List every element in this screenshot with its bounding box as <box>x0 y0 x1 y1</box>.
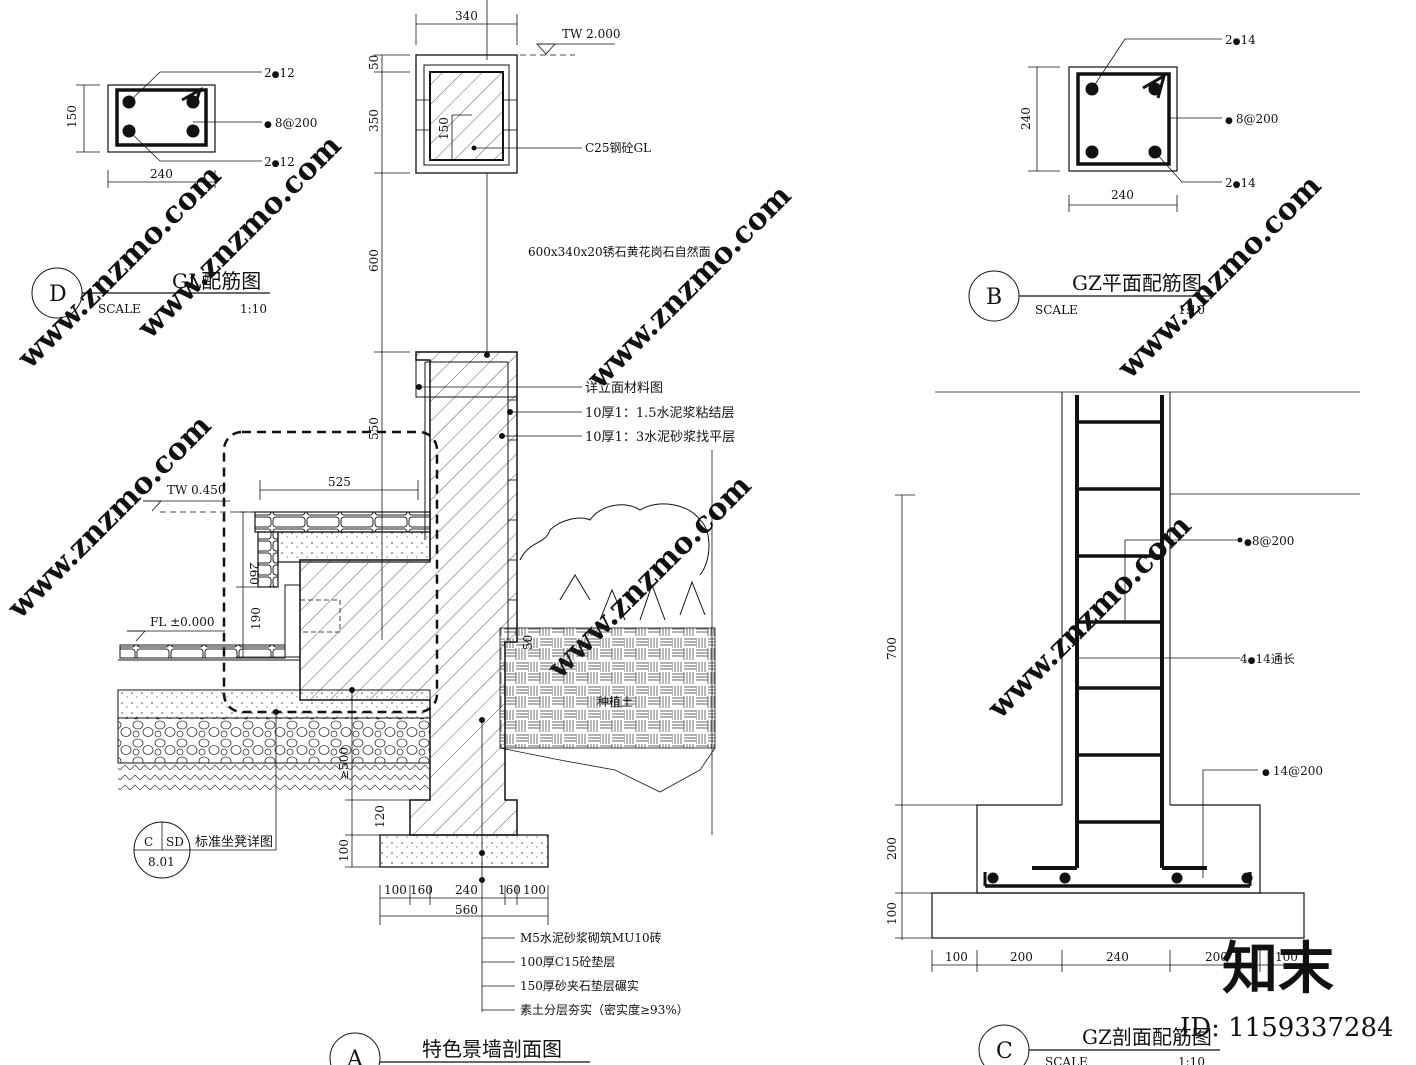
svg-text:100: 100 <box>885 902 899 925</box>
layer-note: 100厚C15砼垫层 <box>520 954 615 969</box>
watermark-logo: 知末 <box>1222 936 1334 1002</box>
dim-height: 150 <box>65 105 79 128</box>
svg-text:100: 100 <box>384 883 407 897</box>
label-soil: 种植土 <box>597 694 633 709</box>
label-stone: 600x340x20锈石黄花岗石自然面 <box>528 244 711 259</box>
rebar-dot <box>186 124 200 138</box>
detail-d-gl-rebar <box>31 71 270 319</box>
note-mid: 8@200 <box>275 116 318 130</box>
layer-note: 150厚砂夹石垫层碾实 <box>520 978 639 993</box>
note-main-suffix: 14通长 <box>1256 652 1295 666</box>
svg-text:SCALE: SCALE <box>1035 303 1078 317</box>
svg-text:50: 50 <box>367 55 381 70</box>
badge-letter: B <box>986 285 1002 310</box>
detail-title: GL配筋图 <box>172 269 261 293</box>
detail-b-labels: 2●14 ●8@200 2●14 240 240 B GZ平面配筋图 SCALE… <box>986 33 1278 317</box>
svg-text:200: 200 <box>885 837 899 860</box>
stirrup-hook <box>181 86 203 109</box>
dim-width: 240 <box>150 167 173 181</box>
watermark-id: ID: 1159337284 <box>1180 1013 1394 1043</box>
ref-sheet: 8.01 <box>148 855 175 869</box>
label-facade: 详立面材料图 <box>585 381 663 396</box>
svg-text:550: 550 <box>367 417 381 440</box>
watermark-text: www.znzmo.com <box>0 408 218 626</box>
svg-text:240: 240 <box>1106 950 1129 964</box>
svg-text:1:10: 1:10 <box>1178 1055 1205 1065</box>
svg-text:700: 700 <box>885 637 899 660</box>
svg-text:2●14: 2●14 <box>1225 176 1256 190</box>
tw-top: TW 2.000 <box>562 27 621 41</box>
svg-text:160: 160 <box>410 883 433 897</box>
detail-a-wall-section <box>117 0 716 1065</box>
svg-text:100: 100 <box>337 839 351 862</box>
note-bottom-suffix: 12 <box>280 155 295 169</box>
note-main: 4 <box>1240 652 1248 666</box>
svg-text:200: 200 <box>1010 950 1033 964</box>
detail-title: 特色景墙剖面图 <box>422 1037 562 1061</box>
watermark-text: www.znzmo.com <box>580 178 798 396</box>
svg-text:SCALE: SCALE <box>1045 1055 1088 1065</box>
svg-text:●8@200: ●8@200 <box>264 116 317 130</box>
layer-note: 素土分层夯实（密实度≥93%） <box>520 1002 689 1017</box>
svg-text:1:10: 1:10 <box>1178 303 1205 317</box>
badge-letter: A <box>346 1047 364 1065</box>
note-bottom: 2 <box>264 155 272 169</box>
ref-c: C <box>144 835 153 849</box>
ref-detail: 标准坐凳详图 <box>195 834 273 850</box>
gl-outline <box>107 84 216 153</box>
watermark-text: www.znzmo.com <box>980 508 1198 726</box>
detail-title: GZ平面配筋图 <box>1072 271 1202 295</box>
scale-word: SCALE <box>98 302 141 316</box>
detail-c-labels: ●8@200 4●14通长 ●14@200 700 200 100 100 20… <box>885 534 1323 1065</box>
detail-a-labels: 340 TW 2.000 50 350 600 550 260 190 50 ≥… <box>144 9 735 1065</box>
svg-text:240: 240 <box>1111 188 1134 202</box>
svg-text:2●12: 2●12 <box>264 155 295 169</box>
layer-note: M5水泥砂浆砌筑MU10砖 <box>520 930 662 945</box>
svg-text:240: 240 <box>455 883 478 897</box>
fl-level: FL ±0.000 <box>150 615 215 629</box>
detail-d-labels: 2●12 ●8@200 2●12 240 150 D GL配筋图 SCALE 1… <box>49 66 317 316</box>
scale-value: 1:10 <box>240 302 267 316</box>
note-top: 2 <box>264 66 272 80</box>
ref-sd: SD <box>166 835 184 849</box>
tw-seat: TW 0.450 <box>167 483 226 497</box>
label-bond: 10厚1：1.5水泥浆粘结层 <box>585 406 735 421</box>
svg-text:160: 160 <box>498 883 521 897</box>
label-cap-beam: C25钢砼GL <box>585 141 651 155</box>
gl-stirrup <box>115 88 208 147</box>
dim-top-width: 340 <box>455 9 478 23</box>
dim-seat-depth: 525 <box>328 475 351 489</box>
svg-text:2●12: 2●12 <box>264 66 295 80</box>
svg-text:600: 600 <box>367 249 381 272</box>
detail-c-gz-section <box>895 391 1360 1065</box>
svg-text:100: 100 <box>523 883 546 897</box>
note-top-suffix: 12 <box>280 66 295 80</box>
badge-letter: D <box>49 282 67 307</box>
svg-text:240: 240 <box>1019 107 1033 130</box>
svg-text:350: 350 <box>367 109 381 132</box>
note-base: 14@200 <box>1273 764 1323 778</box>
svg-text:100: 100 <box>945 950 968 964</box>
svg-text:200: 200 <box>1205 950 1228 964</box>
svg-text:190: 190 <box>249 607 263 630</box>
detail-title: GZ剖面配筋图 <box>1082 1025 1212 1049</box>
svg-text:2●14: 2●14 <box>1225 33 1256 47</box>
detail-b-gz-rebar <box>968 38 1222 322</box>
watermark-layer: www.znzmo.com www.znzmo.com www.znzmo.co… <box>0 128 1393 1043</box>
svg-text:260: 260 <box>247 562 261 585</box>
svg-text:4●14通长: 4●14通长 <box>1240 652 1295 666</box>
svg-text:●8@200: ●8@200 <box>1225 112 1278 126</box>
svg-text:50: 50 <box>521 635 535 650</box>
dim-bottom-total: 560 <box>455 903 478 917</box>
svg-text:●8@200: ●8@200 <box>1244 534 1294 548</box>
label-screed: 10厚1：3水泥砂浆找平层 <box>585 430 735 445</box>
svg-text:150: 150 <box>437 117 451 140</box>
svg-text:120: 120 <box>373 805 387 828</box>
badge-letter: C <box>996 1039 1013 1064</box>
note-stirrup: 8@200 <box>1252 534 1295 548</box>
svg-text:●14@200: ●14@200 <box>1262 764 1323 778</box>
svg-text:100: 100 <box>1275 950 1298 964</box>
svg-text:≥500: ≥500 <box>337 747 351 780</box>
